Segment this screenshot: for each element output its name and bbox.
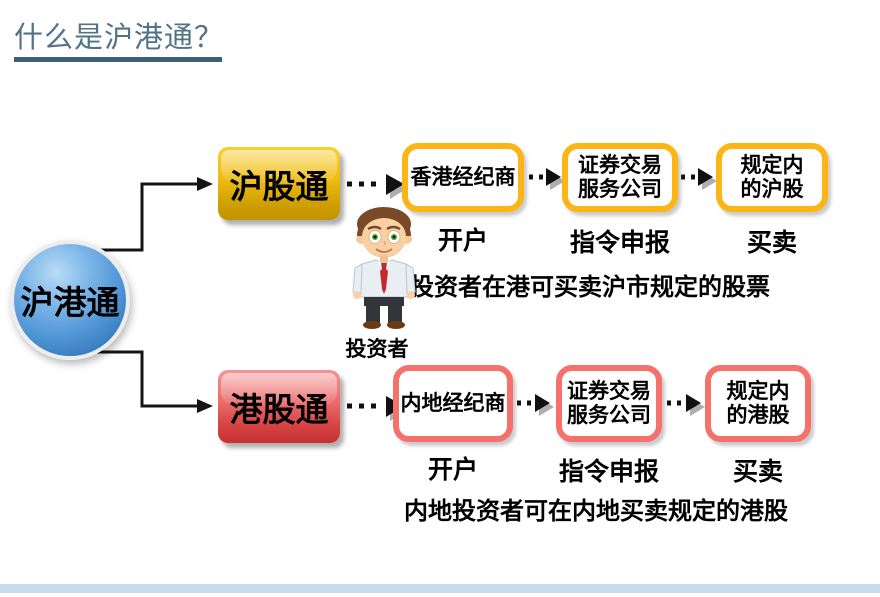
flow-box-text: 服务公司 [567, 402, 651, 427]
flow-box-permitted-hk-stocks: 规定内 的港股 [705, 365, 811, 442]
investor-shoe [387, 321, 405, 329]
step-label-open-account: 开户 [437, 226, 488, 255]
flow-box-text: 的港股 [726, 402, 790, 427]
investor-leg [366, 303, 380, 324]
flow-box-text: 服务公司 [578, 176, 662, 201]
flow-box-text: 规定内 [740, 152, 804, 177]
flow-box-text: 内地经纪商 [400, 390, 506, 415]
flow-box-text: 的沪股 [740, 176, 804, 201]
flow-box-permitted-sh-stocks: 规定内 的沪股 [716, 143, 828, 212]
dotted-arrow [681, 168, 717, 190]
investor-figure [352, 207, 416, 329]
investor-shoe [363, 321, 381, 329]
page-title: 什么是沪港通？ [14, 20, 225, 54]
connector-hub-to-hongkong [90, 350, 213, 413]
investor-hand [407, 291, 415, 299]
step-label-buy-sell: 买卖 [732, 457, 783, 486]
step-label-order-declare: 指令申报 [558, 457, 659, 486]
investor-nose [383, 240, 387, 246]
investor-fringe [357, 211, 411, 236]
investor-arm [352, 262, 363, 295]
shanghai-connect-button: 沪股通 [218, 147, 340, 220]
investor-leg [388, 303, 402, 324]
flow-box-text: 规定内 [726, 378, 790, 403]
investor-tie [380, 267, 388, 294]
hongkong-connect-label: 港股通 [229, 389, 329, 429]
step-label-open-account: 开户 [427, 455, 478, 484]
investor-tie-knot [381, 263, 387, 269]
hub-label: 沪港通 [20, 283, 120, 322]
investor-label: 投资者 [345, 337, 409, 361]
hub-sphere: 沪港通 [10, 240, 130, 360]
flow-box-mainland-broker: 内地经纪商 [393, 365, 513, 442]
dotted-arrow [347, 174, 408, 199]
investor-pupil [373, 235, 377, 239]
shanghai-connect-label: 沪股通 [229, 166, 329, 206]
flow-box-securities-trading-co: 证券交易 服务公司 [562, 143, 678, 212]
flow-box-text: 证券交易 [578, 152, 662, 177]
title-underline [14, 57, 222, 62]
investor-pants [364, 297, 404, 306]
flow-box-text: 香港经纪商 [410, 164, 516, 189]
dotted-arrow [667, 394, 705, 416]
investor-neck [380, 255, 388, 262]
dotted-arrow [517, 394, 554, 416]
dotted-arrow [529, 168, 565, 190]
step-label-order-declare: 指令申报 [569, 228, 670, 257]
flow-box-securities-trading-co: 证券交易 服务公司 [556, 365, 662, 442]
investor-eyebrow [386, 225, 401, 231]
hongkong-connect-button: 港股通 [218, 370, 340, 443]
investor-smile [375, 248, 393, 253]
flow-box-text: 证券交易 [567, 378, 651, 403]
connector-hub-to-shanghai [90, 177, 213, 252]
shanghai-branch-note: 投资者在港可买卖沪市规定的股票 [410, 273, 770, 301]
investor-pupil [392, 235, 396, 239]
hongkong-branch-note: 内地投资者可在内地买卖规定的港股 [404, 497, 788, 525]
footer-bar [0, 584, 880, 593]
investor-eyebrow [367, 225, 382, 231]
step-label-buy-sell: 买卖 [746, 228, 797, 257]
flow-box-hk-broker: 香港经纪商 [402, 143, 524, 212]
investor-arm [405, 262, 416, 295]
investor-hand [353, 291, 361, 299]
